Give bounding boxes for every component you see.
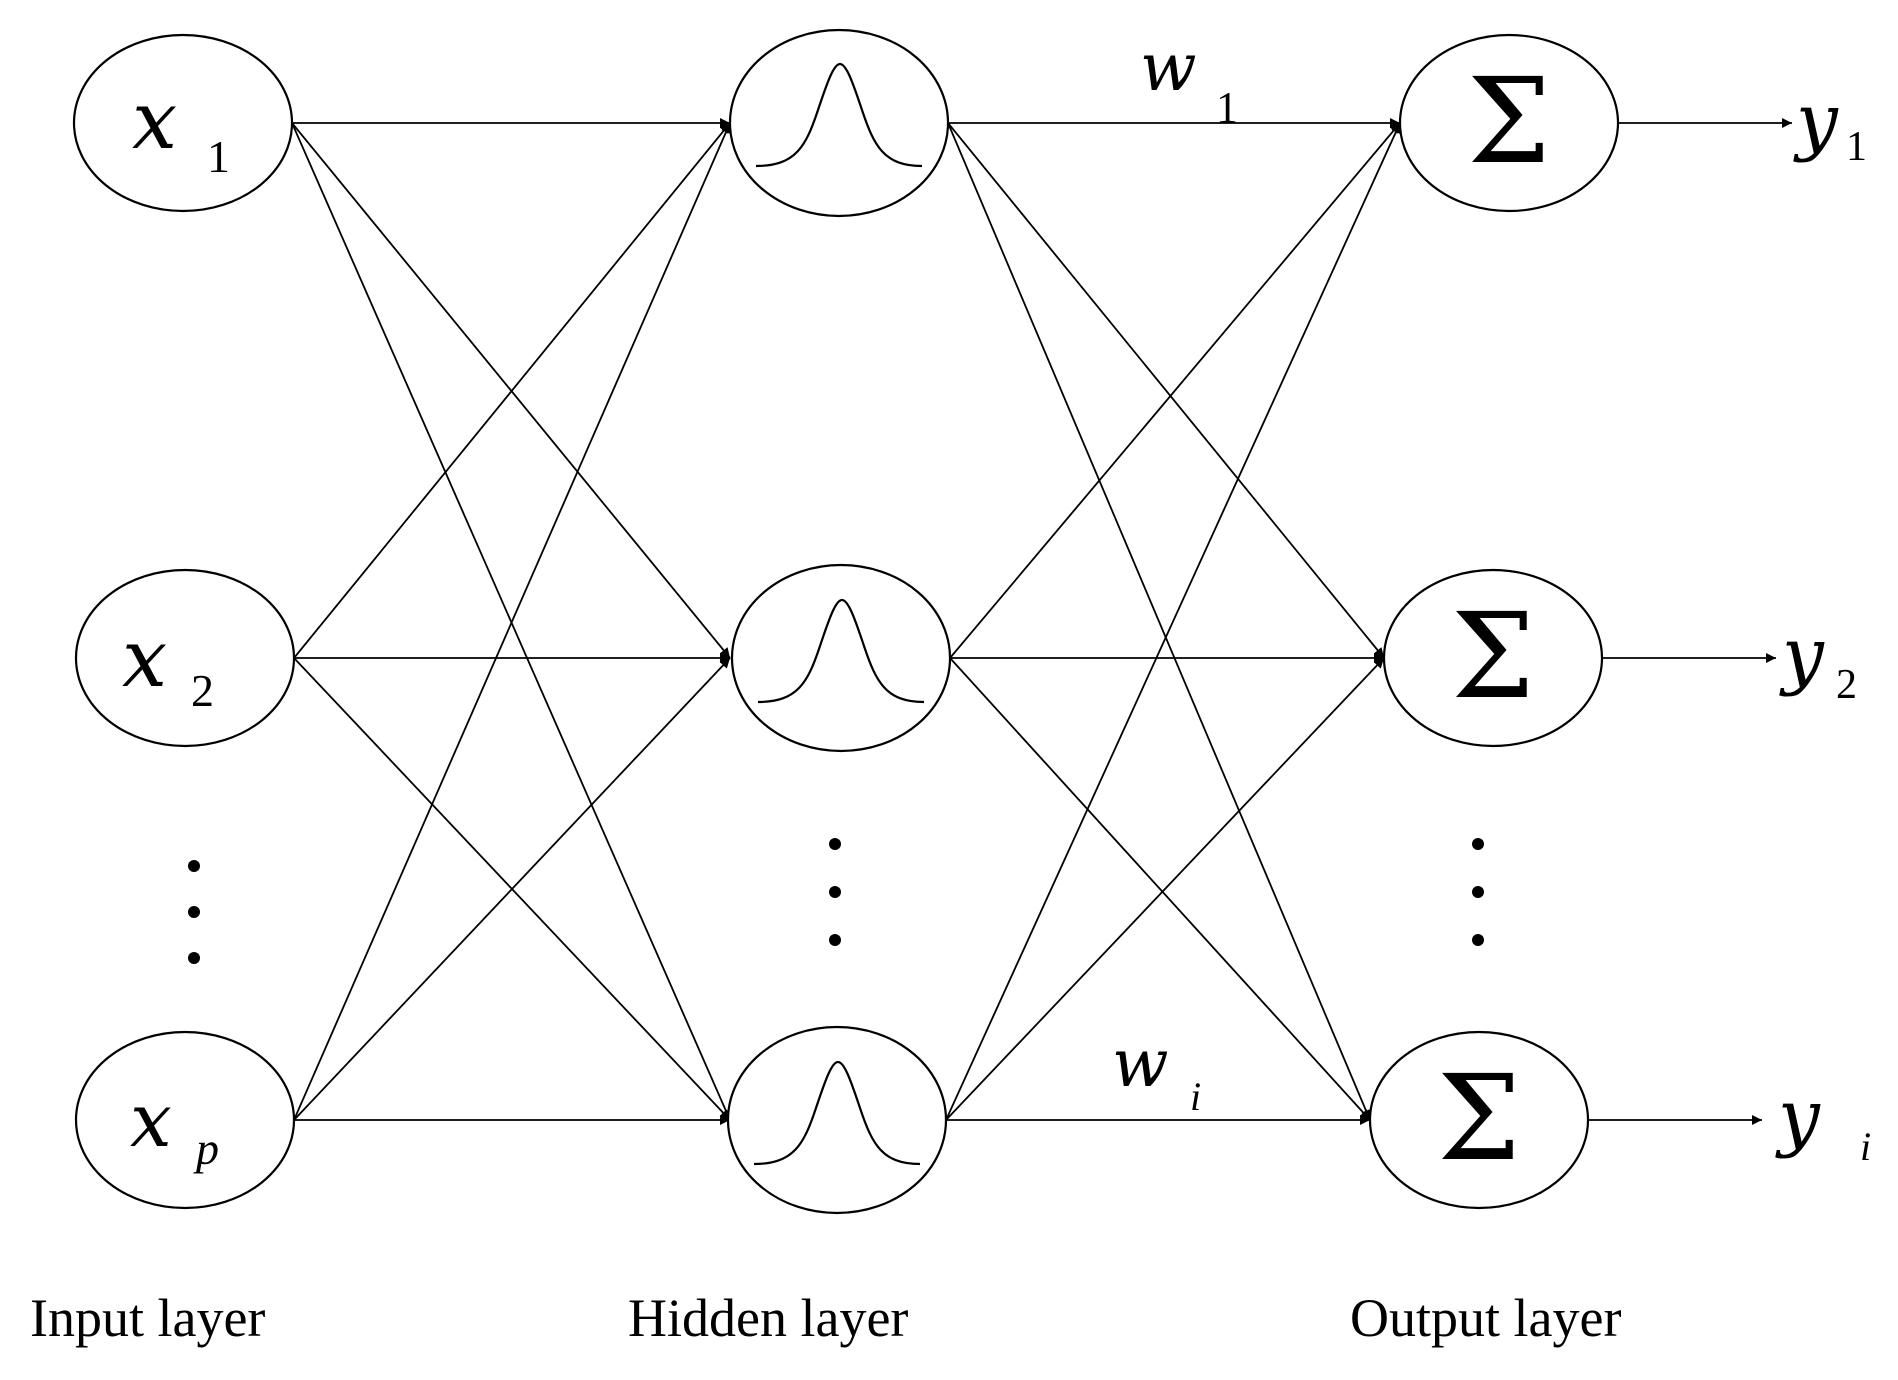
sigma-symbol: Σ [1467, 52, 1550, 190]
input-subscript: 1 [207, 131, 230, 182]
edge-x2-h1 [293, 122, 731, 659]
sigma-symbol: Σ [1437, 1049, 1520, 1187]
input-symbol: x [130, 1078, 172, 1164]
hidden-layer-label: Hidden layer [628, 1288, 908, 1348]
edge-x1-h3 [291, 122, 731, 1121]
hidden-output-connections [945, 118, 1401, 1125]
output-symbol: y [1793, 78, 1839, 164]
output-node-3: Σ [1368, 1030, 1590, 1210]
hidden-node-2 [730, 563, 952, 753]
hidden-node-1 [728, 28, 950, 218]
input-ellipsis [188, 860, 200, 964]
gaussian-icon [757, 598, 925, 704]
input-node-1: x 1 [72, 33, 294, 213]
input-node-p: x p [74, 1030, 296, 1210]
output-layer-label: Output layer [1350, 1288, 1621, 1348]
output-subscript: 2 [1836, 662, 1857, 708]
output-node-2: Σ [1382, 568, 1604, 748]
weight-subscript: i [1190, 1074, 1201, 1119]
edge-h3-o1 [945, 122, 1401, 1121]
output-label-y1: y 1 [1793, 78, 1867, 170]
edge-h1-o3 [947, 122, 1371, 1121]
output-subscript: i [1860, 1124, 1871, 1169]
output-symbol: y [1775, 1074, 1821, 1160]
edge-xp-h1 [293, 122, 731, 1121]
input-symbol: x [122, 612, 167, 705]
edge-h2-o3 [949, 657, 1371, 1121]
edge-h1-o2 [947, 122, 1385, 659]
input-node-2: x 2 [74, 568, 296, 748]
edge-h2-o1 [949, 122, 1401, 659]
weight-label-w1: w 1 [1140, 29, 1238, 132]
input-hidden-connections [291, 118, 731, 1125]
output-ellipsis [1472, 838, 1484, 946]
sigma-symbol: Σ [1451, 587, 1534, 725]
hidden-ellipsis [829, 838, 841, 946]
weight-subscript: 1 [1216, 83, 1238, 132]
weight-symbol: w [1140, 29, 1197, 106]
input-layer-label: Input layer [30, 1288, 265, 1348]
output-label-yi: y i [1775, 1074, 1871, 1169]
edge-xp-h2 [293, 657, 731, 1121]
weight-label-wi: w i [1112, 1025, 1201, 1119]
output-arrows [1588, 118, 1792, 1125]
hidden-node-3 [726, 1025, 948, 1215]
input-subscript: 2 [191, 665, 214, 716]
output-node-1: Σ [1398, 33, 1620, 213]
gaussian-icon [755, 62, 923, 168]
output-label-y2: y 2 [1779, 612, 1857, 708]
weight-symbol: w [1112, 1025, 1169, 1102]
input-subscript: p [193, 1123, 219, 1174]
gaussian-icon [753, 1060, 921, 1166]
input-symbol: x [132, 74, 177, 167]
output-symbol: y [1779, 612, 1825, 698]
edge-h3-o2 [945, 657, 1385, 1121]
output-subscript: 1 [1846, 124, 1867, 170]
